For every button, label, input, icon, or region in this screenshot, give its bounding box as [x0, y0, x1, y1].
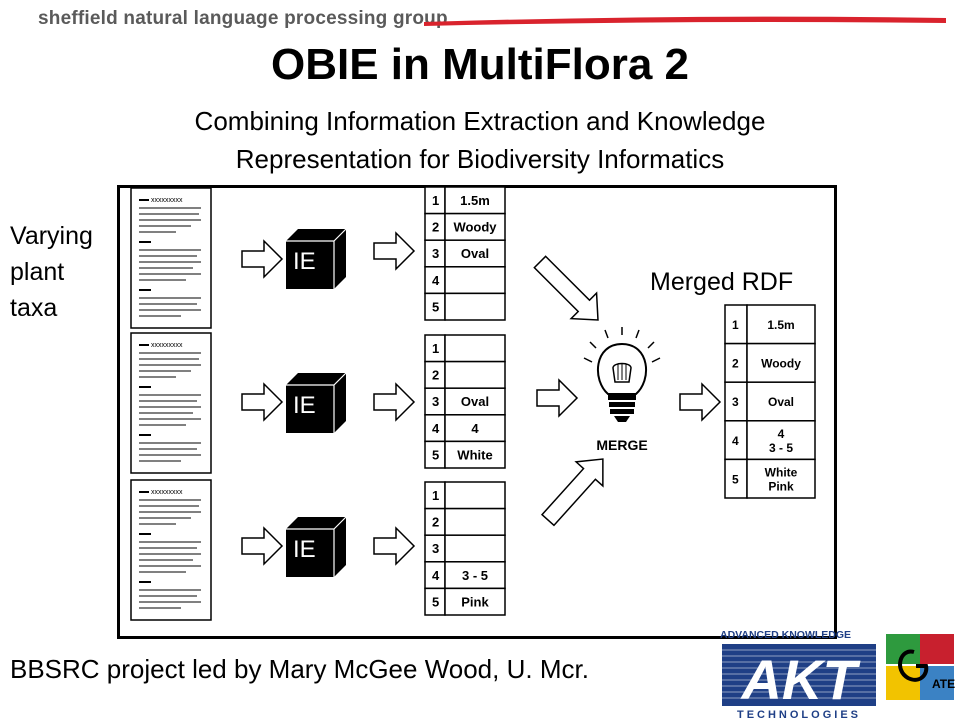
merged-rdf-label: Merged RDF	[650, 268, 794, 296]
arrow-doc-to-ie-2	[241, 383, 283, 421]
doc-marks: xxxxxxxxx	[151, 489, 183, 496]
merged-cell-value: 4	[778, 427, 785, 441]
subtitle-line-1: Combining Information Extraction and Kno…	[194, 106, 766, 136]
arrow-ie-to-table-3	[373, 527, 415, 565]
extracted-table-2: 1 2 3 Oval 4 4 5 White	[424, 334, 506, 469]
side-label-line-3: taxa	[10, 294, 58, 322]
merged-row-number: 4	[732, 434, 739, 448]
table-row-number: 2	[432, 220, 439, 235]
table-row-number: 5	[432, 299, 439, 314]
group-name: sheffield natural language processing gr…	[38, 8, 448, 29]
table-row-number: 1	[432, 193, 439, 208]
table-row-number: 3	[432, 246, 439, 261]
extracted-table-3: 1 2 3 4 3 - 5 5 Pink	[424, 481, 506, 616]
table-row-number: 4	[432, 568, 440, 583]
merged-cell-value-2: 3 - 5	[769, 441, 793, 455]
akt-logo: ADVANCED KNOWLEDGE AKT TECHNOLOGIES	[720, 629, 876, 720]
doc-marks: xxxxxxxxx	[151, 197, 183, 204]
merged-cell-value: Oval	[768, 395, 794, 409]
gate-logo: ATE	[886, 634, 955, 700]
table-row-number: 5	[432, 447, 439, 462]
arrow-doc-to-ie-3	[241, 527, 283, 565]
akt-tagline-bottom: TECHNOLOGIES	[737, 709, 861, 720]
source-doc-2: xxxxxxxxx	[130, 332, 212, 474]
slide-title: OBIE in MultiFlora 2	[270, 40, 690, 89]
arrow-ie-to-table-2	[373, 383, 415, 421]
merged-cell-value: Woody	[761, 357, 801, 371]
gate-wordmark: ATE	[932, 677, 955, 691]
table-cell-value: Oval	[461, 394, 489, 409]
table-cell-value: 4	[471, 421, 479, 436]
merged-cell-value-2: Pink	[768, 479, 794, 493]
arrow-table-2-to-merge	[536, 379, 578, 417]
arrow-table-3-to-merge	[540, 458, 604, 527]
side-label-line-1: Varying	[10, 222, 93, 250]
merged-cell-value: White	[765, 465, 798, 479]
table-cell-value: Oval	[461, 246, 489, 261]
merge-label: MERGE	[596, 437, 647, 453]
akt-wordmark: AKT	[739, 648, 861, 711]
ie-label: IE	[293, 536, 316, 563]
header-red-bar	[424, 16, 946, 26]
merge-lightbulb-icon	[583, 327, 661, 422]
table-row-number: 3	[432, 541, 439, 556]
side-label-line-2: plant	[10, 258, 65, 286]
ie-label: IE	[293, 248, 316, 275]
extracted-table-1: 1 1.5m 2 Woody 3 Oval 4 5	[424, 186, 506, 321]
table-row-number: 1	[432, 341, 439, 356]
table-row-number: 3	[432, 394, 439, 409]
project-credit: BBSRC project led by Mary McGee Wood, U.…	[10, 654, 589, 684]
arrow-table-1-to-merge	[533, 255, 599, 321]
slide-subtitle: Combining Information Extraction and Kno…	[0, 102, 960, 178]
akt-tagline-top: ADVANCED KNOWLEDGE	[720, 629, 851, 641]
table-row-number: 4	[432, 273, 440, 288]
arrow-merge-to-rdf	[679, 383, 721, 421]
table-row-number: 1	[432, 488, 439, 503]
table-row-number: 2	[432, 368, 439, 383]
source-doc-1: xxxxxxxxx	[130, 187, 212, 329]
merged-row-number: 5	[732, 472, 739, 486]
merged-row-number: 2	[732, 357, 739, 371]
table-row-number: 5	[432, 594, 439, 609]
subtitle-line-2: Representation for Biodiversity Informat…	[235, 144, 725, 174]
merged-row-number: 3	[732, 395, 739, 409]
table-cell-value: White	[457, 447, 492, 462]
table-cell-value: 3 - 5	[462, 568, 488, 583]
ie-box-1: IE	[285, 228, 347, 290]
merged-row-number: 1	[732, 318, 739, 332]
ie-box-3: IE	[285, 516, 347, 578]
varying-taxa-label: Varying plant taxa	[10, 218, 93, 326]
ie-box-2: IE	[285, 372, 347, 434]
table-row-number: 4	[432, 421, 440, 436]
merged-row: 3 Oval	[724, 381, 816, 422]
ie-label: IE	[293, 392, 316, 419]
doc-marks: xxxxxxxxx	[151, 342, 183, 349]
merged-row: 1 1.5m	[724, 304, 816, 345]
arrow-doc-to-ie-1	[241, 240, 283, 278]
merged-cell-value: 1.5m	[767, 318, 794, 332]
table-cell-value: Pink	[461, 594, 489, 609]
source-doc-3: xxxxxxxxx	[130, 479, 212, 621]
table-cell-value: Woody	[453, 220, 497, 235]
table-cell-value: 1.5m	[460, 193, 490, 208]
merged-row: 2 Woody	[724, 342, 816, 383]
table-row-number: 2	[432, 515, 439, 530]
arrow-ie-to-table-1	[373, 232, 415, 270]
